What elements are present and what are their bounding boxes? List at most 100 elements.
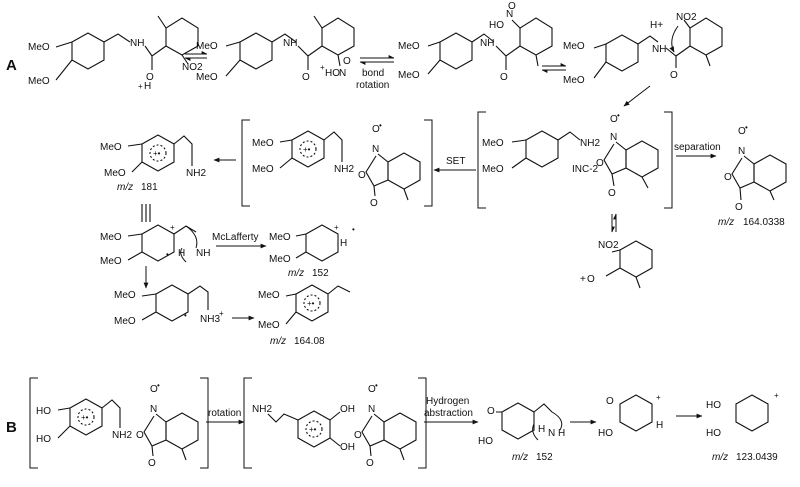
oh-label: OH <box>340 404 355 415</box>
o-label: O <box>724 172 732 183</box>
structure-ketene-acylium: NO2 + O <box>580 213 653 289</box>
arrow-label-bond: bond <box>362 68 384 79</box>
separation-arrow: separation <box>674 142 721 159</box>
structure-protonated-amide-3: MeO MeO NH O HO N O <box>398 1 553 83</box>
ho-label: HO <box>36 434 51 445</box>
n-label: N <box>506 9 513 20</box>
o-label: O <box>150 384 158 395</box>
n-label: N <box>548 428 555 439</box>
o-label: O <box>587 274 595 285</box>
o-label: O <box>500 72 508 83</box>
meo-label: MeO <box>100 232 122 243</box>
rotation-arrow: rotation <box>206 408 245 425</box>
bond-rotation-equilibrium: bond rotation <box>356 55 395 91</box>
meo-label: MeO <box>269 232 291 243</box>
radical-cation-label: +• <box>81 413 89 422</box>
panel-label-b: B <box>6 419 17 436</box>
radical-label: • <box>379 121 382 130</box>
structure-ammonium-intermediate: MeO MeO • NH3 + <box>114 284 224 327</box>
structure-mz-152: MeO MeO + H • m/z 152 <box>269 223 355 279</box>
radical-label: • <box>375 381 378 390</box>
n-label: N <box>368 404 375 415</box>
nh-label: NH <box>196 248 210 259</box>
ho-label: HO <box>36 406 51 417</box>
hydrogen-abstraction-arrow: Hydrogen abstraction <box>424 396 479 425</box>
benzene-ring <box>605 34 639 72</box>
mz-value-164-0338: 164.0338 <box>743 217 785 228</box>
ho-label: HO <box>325 68 340 79</box>
benzene-ring <box>753 154 787 192</box>
complex-rotated: NH2 +• OH OH O • N O O <box>243 377 427 469</box>
meo-label: MeO <box>482 164 504 175</box>
arrow-label-abstraction: abstraction <box>424 408 473 419</box>
mz-value-123-0439: 123.0439 <box>736 452 778 463</box>
meo-label: MeO <box>398 70 420 81</box>
radical-cation-label: +• <box>307 299 315 308</box>
reaction-arrow <box>623 85 651 107</box>
structure-mz-164-08: MeO MeO +• m/z 164.08 <box>258 284 351 347</box>
meo-label: MeO <box>100 256 122 267</box>
arrow-label-separation: separation <box>674 142 721 153</box>
structure-mz-152-b: O HO H N H m/z 152 <box>478 402 565 463</box>
ho-label: HO <box>706 428 721 439</box>
radical-cation-label: +• <box>153 149 161 158</box>
h-label: H <box>558 428 565 439</box>
nh2-label: NH2 <box>580 138 600 149</box>
structure-mz-181: MeO MeO +• NH2 m/z 181 <box>100 134 206 193</box>
meo-label: MeO <box>104 168 126 179</box>
meo-label: MeO <box>269 254 291 265</box>
structure-nitroxide-radical-product: O • N O O m/z 164.0338 <box>718 123 787 228</box>
ion-radical-complex: MeO MeO +• NH2 O • N O O <box>241 119 433 209</box>
radical-cation-label: +• <box>303 145 311 154</box>
ion-neutral-complex-inc-2: MeO MeO NH2 O • N O O INC-2 <box>477 111 673 209</box>
benzene-ring <box>619 240 653 278</box>
benzene-ring <box>689 17 723 56</box>
o-label: O <box>608 188 616 199</box>
structure-distonic-radical-cation: MeO MeO + • NH H <box>100 223 210 267</box>
acylium-label: + <box>580 274 586 285</box>
arrow-label-hydrogen: Hydrogen <box>426 396 469 407</box>
radical-label: • <box>184 311 187 320</box>
meo-label: MeO <box>114 316 136 327</box>
nh-label: NH <box>283 38 297 49</box>
benzene-ring <box>439 32 473 70</box>
nh-label: NH <box>480 38 494 49</box>
mz-prefix: m/z <box>117 182 133 193</box>
o-label: O <box>670 70 678 81</box>
plus-label: + <box>320 63 325 72</box>
meo-label: MeO <box>196 72 218 83</box>
meo-label: MeO <box>28 42 50 53</box>
equilibrium-arrow <box>541 63 567 73</box>
radical-label: • <box>157 381 160 390</box>
set-arrow: SET <box>433 156 476 173</box>
radical-cation-label: +• <box>309 425 317 434</box>
benzene-ring <box>625 140 659 178</box>
o-label: O <box>302 72 310 83</box>
o-label: O <box>610 114 618 125</box>
o-label: O <box>136 430 144 441</box>
ho-label: HO <box>598 428 613 439</box>
arrow-label-rotation: rotation <box>356 80 389 91</box>
n-label: N <box>372 144 379 155</box>
structure-quinone-methide: O HO + H <box>598 393 663 439</box>
o-label: O <box>148 458 156 469</box>
meo-label: MeO <box>258 290 280 301</box>
o-label: O <box>738 126 746 137</box>
arrow-label-set: SET <box>446 156 465 167</box>
benzene-ring <box>619 394 653 432</box>
plus-label: + <box>170 223 175 232</box>
nh2-label: NH2 <box>334 164 354 175</box>
mz-value-164-08: 164.08 <box>294 336 325 347</box>
benzene-ring <box>321 17 355 56</box>
ho-label: HO <box>489 20 504 31</box>
plus-label: + <box>219 309 224 318</box>
plus-label: + <box>774 391 779 400</box>
meo-label: MeO <box>482 138 504 149</box>
resonance-equivalence <box>141 204 151 222</box>
o-label: O <box>366 458 374 469</box>
o-label: O <box>508 1 516 12</box>
benzene-ring <box>735 394 769 432</box>
benzene-ring <box>383 412 417 450</box>
meo-label: MeO <box>398 41 420 52</box>
